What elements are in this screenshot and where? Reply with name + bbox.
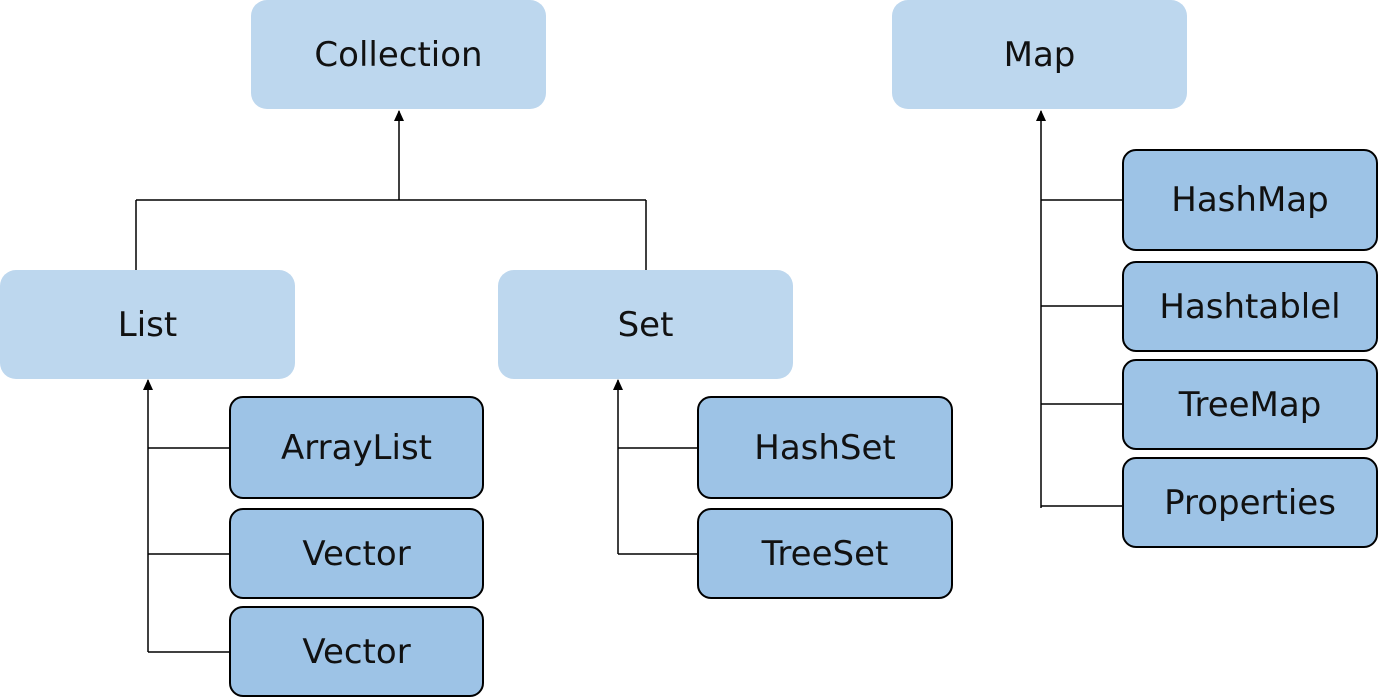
node-vector-1-label: Vector (302, 533, 411, 574)
node-properties-label: Properties (1164, 482, 1336, 523)
node-hashtable: Hashtablel (1122, 261, 1378, 352)
node-arraylist: ArrayList (229, 396, 484, 499)
node-list-label: List (117, 304, 178, 345)
node-treemap: TreeMap (1122, 359, 1378, 450)
node-vector-1: Vector (229, 508, 484, 599)
node-treemap-label: TreeMap (1178, 384, 1322, 425)
node-hashmap: HashMap (1122, 149, 1378, 251)
node-arraylist-label: ArrayList (280, 427, 432, 468)
node-set-label: Set (617, 304, 674, 345)
node-list: List (0, 270, 295, 379)
node-hashset-label: HashSet (754, 427, 896, 468)
node-vector-2: Vector (229, 606, 484, 697)
node-map-label: Map (1003, 34, 1076, 75)
node-hashtable-label: Hashtablel (1159, 286, 1341, 327)
node-vector-2-label: Vector (302, 631, 411, 672)
node-collection-label: Collection (314, 34, 483, 75)
node-set: Set (498, 270, 793, 379)
node-hashmap-label: HashMap (1171, 180, 1329, 220)
node-hashset: HashSet (697, 396, 953, 499)
node-treeset-label: TreeSet (761, 533, 889, 574)
node-treeset: TreeSet (697, 508, 953, 599)
node-map: Map (892, 0, 1187, 109)
node-properties: Properties (1122, 457, 1378, 548)
node-collection: Collection (251, 0, 546, 109)
